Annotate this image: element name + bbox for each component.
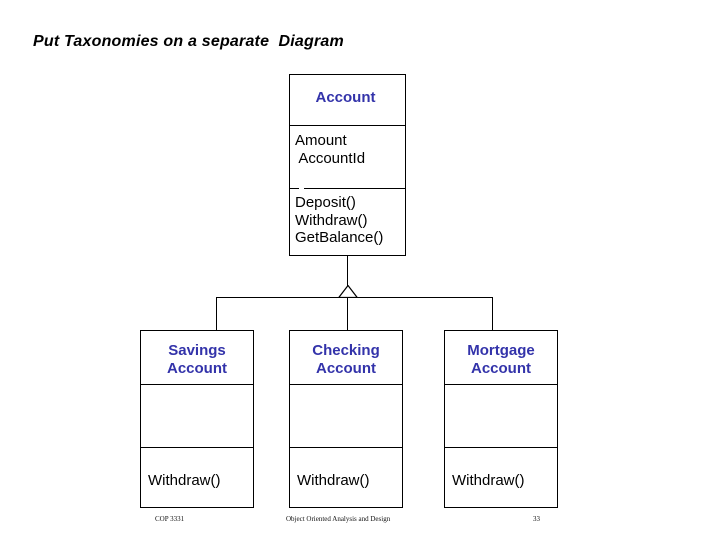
savings-operations-compartment: Withdraw() bbox=[141, 447, 253, 507]
mortgage-operations-compartment: Withdraw() bbox=[445, 447, 557, 507]
account-name-compartment: Account bbox=[290, 75, 405, 125]
mortgage-operations: Withdraw() bbox=[452, 472, 525, 489]
checking-class-name: Checking Account bbox=[290, 342, 402, 377]
savings-class-name: Savings Account bbox=[141, 342, 253, 377]
mortgage-class-name-line1: Mortgage bbox=[467, 342, 535, 359]
account-operations-compartment: Deposit() Withdraw() GetBalance() bbox=[290, 188, 405, 255]
footer-course-title: Object Oriented Analysis and Design bbox=[286, 515, 391, 523]
generalization-drop-mortgage bbox=[492, 297, 493, 330]
checking-name-compartment: Checking Account bbox=[290, 331, 402, 384]
savings-name-compartment: Savings Account bbox=[141, 331, 253, 384]
mortgage-name-compartment: Mortgage Account bbox=[445, 331, 557, 384]
uml-class-account[interactable]: Account Amount AccountId Deposit() Withd… bbox=[289, 74, 406, 256]
uml-class-checking-account[interactable]: Checking Account Withdraw() bbox=[289, 330, 403, 508]
checking-operations: Withdraw() bbox=[297, 472, 370, 489]
uml-class-savings-account[interactable]: Savings Account Withdraw() bbox=[140, 330, 254, 508]
account-operations: Deposit() Withdraw() GetBalance() bbox=[295, 194, 384, 247]
account-class-name: Account bbox=[315, 89, 376, 106]
account-attributes: Amount AccountId bbox=[295, 132, 366, 167]
mortgage-attributes-compartment bbox=[445, 384, 557, 447]
checking-operations-compartment: Withdraw() bbox=[290, 447, 402, 507]
checking-attributes-compartment bbox=[290, 384, 402, 447]
page-title: Put Taxonomies on a separate Diagram bbox=[33, 33, 344, 50]
savings-class-name-line1: Savings bbox=[168, 342, 226, 359]
checking-class-name-line2: Account bbox=[316, 359, 376, 377]
mortgage-class-name-line2: Account bbox=[471, 359, 531, 377]
savings-attributes-compartment bbox=[141, 384, 253, 447]
mortgage-class-name: Mortgage Account bbox=[445, 342, 557, 377]
footer-page-number: 33 bbox=[533, 515, 540, 523]
separator-gap bbox=[299, 188, 304, 189]
savings-class-name-line2: Account bbox=[167, 359, 227, 377]
generalization-drop-savings bbox=[216, 297, 217, 330]
checking-class-name-line1: Checking bbox=[312, 342, 380, 359]
uml-class-mortgage-account[interactable]: Mortgage Account Withdraw() bbox=[444, 330, 558, 508]
generalization-bus-line bbox=[216, 297, 493, 298]
account-attributes-compartment: Amount AccountId bbox=[290, 125, 405, 188]
savings-operations: Withdraw() bbox=[148, 472, 221, 489]
generalization-stem-upper bbox=[347, 256, 348, 286]
generalization-drop-checking bbox=[347, 297, 348, 330]
footer-course-code: COP 3331 bbox=[155, 515, 185, 523]
